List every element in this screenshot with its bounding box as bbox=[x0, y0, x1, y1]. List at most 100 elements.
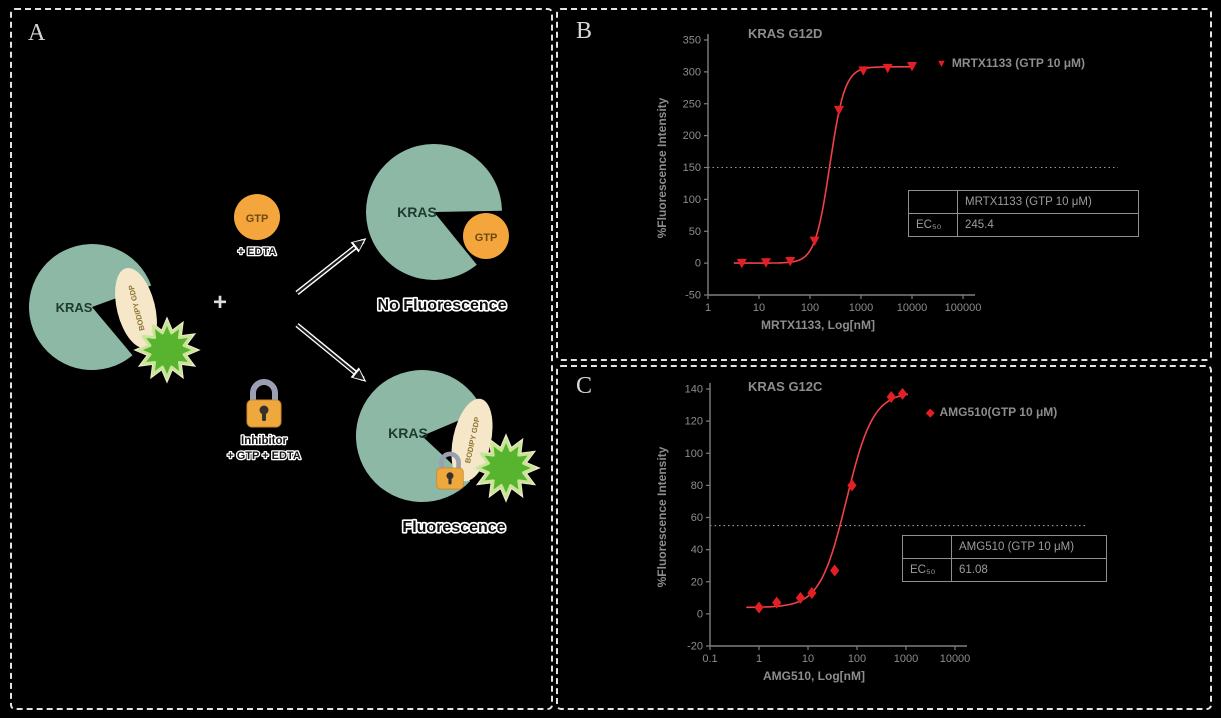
y-tick-label: 350 bbox=[683, 35, 701, 47]
fluorophore-star-icon bbox=[471, 433, 541, 503]
kras-gdp-complex: KRAS BODIPY GDP bbox=[28, 244, 201, 384]
panel-label-c: C bbox=[576, 373, 593, 399]
table-header-cell: MRTX1133 (GTP 10 μM) bbox=[957, 190, 1139, 214]
y-tick-label: 300 bbox=[683, 66, 701, 78]
data-point bbox=[847, 479, 857, 492]
data-point bbox=[907, 61, 917, 72]
table-metric-cell: EC₅₀ bbox=[908, 213, 958, 237]
padlock-icon bbox=[246, 379, 282, 428]
inhibitor-label: Inhibitor bbox=[241, 435, 288, 447]
data-point bbox=[736, 258, 747, 269]
kras-label: KRAS bbox=[397, 204, 437, 220]
inhibitor-gtp-edta-label: + GTP + EDTA bbox=[227, 450, 301, 462]
legend-marker-icon: ▼ bbox=[936, 58, 947, 70]
data-point bbox=[795, 591, 806, 604]
table-empty-cell bbox=[902, 535, 952, 559]
x-tick-label: 1000 bbox=[849, 302, 873, 314]
lock-shackle bbox=[250, 379, 278, 405]
gtp-edta-reagents: GTP + EDTA bbox=[234, 194, 280, 259]
bodipy-gdp-ellipse bbox=[115, 267, 157, 349]
panel-a-schematic: A KRAS BODIPY GDP + GTP + EDTA bbox=[10, 8, 553, 710]
assay-schematic-drawing: KRAS BODIPY GDP + GTP + EDTA bbox=[28, 143, 541, 538]
data-point bbox=[754, 601, 764, 614]
x-tick-label: 100 bbox=[801, 302, 819, 314]
data-point bbox=[830, 564, 840, 577]
table-value-cell: 61.08 bbox=[951, 558, 1107, 582]
x-axis-label-b: MRTX1133, Log[nM] bbox=[760, 318, 875, 332]
y-tick-label: 250 bbox=[683, 98, 701, 110]
kras-inhibitor-complex: KRAS BODIPY GDP Fluorescence bbox=[355, 370, 541, 538]
x-tick-label: 1 bbox=[705, 302, 711, 314]
kras-label: KRAS bbox=[388, 425, 428, 441]
arrowhead bbox=[353, 240, 364, 250]
fit-curve bbox=[746, 393, 909, 609]
y-tick-label: 150 bbox=[683, 162, 701, 174]
x-tick-label: 100 bbox=[848, 653, 866, 665]
legend-text: MRTX1133 (GTP 10 μM) bbox=[951, 56, 1086, 70]
arrowhead bbox=[353, 369, 364, 380]
arrow-line bbox=[296, 244, 358, 294]
y-tick-label: -50 bbox=[685, 290, 701, 302]
legend-marker-icon: ◆ bbox=[926, 407, 935, 419]
ec50-table-b: MRTX1133 (GTP 10 μM) EC₅₀ 245.4 bbox=[908, 190, 1139, 237]
chart-title-b: KRAS G12D bbox=[748, 26, 823, 41]
data-point bbox=[833, 105, 844, 116]
data-point bbox=[809, 236, 820, 247]
panel-label-b: B bbox=[576, 18, 593, 44]
series-legend-c: ◆ AMG510(GTP 10 μM) bbox=[926, 405, 1057, 419]
x-tick-label: 10000 bbox=[897, 302, 928, 314]
bodipy-gdp-ellipse bbox=[451, 398, 493, 482]
edta-label: + EDTA bbox=[238, 246, 277, 258]
chart-title-c: KRAS G12C bbox=[748, 379, 823, 394]
y-tick-label: 140 bbox=[685, 384, 703, 396]
lock-keyhole-slot bbox=[262, 412, 266, 421]
arrow-to-no-fluorescence bbox=[295, 238, 367, 295]
x-tick-label: 1 bbox=[756, 653, 762, 665]
no-fluorescence-caption: No Fluorescence bbox=[378, 297, 507, 314]
kras-label: KRAS bbox=[56, 300, 93, 315]
y-axis-label-c: %Fluorescence Intensity bbox=[655, 446, 669, 588]
y-tick-label: 40 bbox=[691, 544, 703, 556]
lock-keyhole-slot bbox=[448, 477, 452, 485]
kras-protein-shape bbox=[366, 143, 502, 280]
data-point bbox=[882, 63, 893, 74]
series-legend-b: ▼ MRTX1133 (GTP 10 μM) bbox=[936, 56, 1085, 70]
plus-sign: + bbox=[213, 289, 227, 316]
data-point bbox=[760, 258, 771, 268]
data-point bbox=[858, 66, 869, 76]
fluorophore-star-icon bbox=[133, 316, 201, 384]
table-metric-cell: EC₅₀ bbox=[902, 558, 952, 582]
x-tick-label: 10 bbox=[753, 302, 765, 314]
lock-shackle bbox=[439, 451, 461, 472]
table-header-cell: AMG510 (GTP 10 μM) bbox=[951, 535, 1107, 559]
x-tick-label: 1000 bbox=[894, 653, 918, 665]
padlock-icon bbox=[436, 451, 464, 490]
fit-curve bbox=[733, 65, 915, 264]
data-point bbox=[807, 586, 817, 599]
y-axis-label-b: %Fluorescence Intensity bbox=[655, 97, 669, 239]
y-tick-label: 0 bbox=[697, 608, 703, 620]
table-value-cell: 245.4 bbox=[957, 213, 1139, 237]
y-tick-label: 120 bbox=[685, 416, 703, 428]
y-tick-label: 60 bbox=[691, 512, 703, 524]
kras-gtp-complex: KRAS GTP No Fluorescence bbox=[366, 143, 509, 316]
ec50-table-c: AMG510 (GTP 10 μM) EC₅₀ 61.08 bbox=[902, 535, 1107, 582]
legend-text: AMG510(GTP 10 μM) bbox=[939, 405, 1058, 419]
y-tick-label: 20 bbox=[691, 576, 703, 588]
star-body bbox=[138, 321, 196, 379]
x-tick-label: 10000 bbox=[940, 653, 971, 665]
table-empty-cell bbox=[908, 190, 958, 214]
gtp-label: GTP bbox=[475, 232, 498, 244]
data-point bbox=[886, 391, 896, 404]
inhibitor-reagents: Inhibitor + GTP + EDTA bbox=[226, 379, 302, 463]
gtp-label: GTP bbox=[246, 213, 269, 225]
y-tick-label: 200 bbox=[683, 130, 701, 142]
data-point bbox=[897, 387, 908, 400]
lock-keyhole bbox=[446, 472, 454, 480]
y-tick-label: 100 bbox=[683, 194, 701, 206]
